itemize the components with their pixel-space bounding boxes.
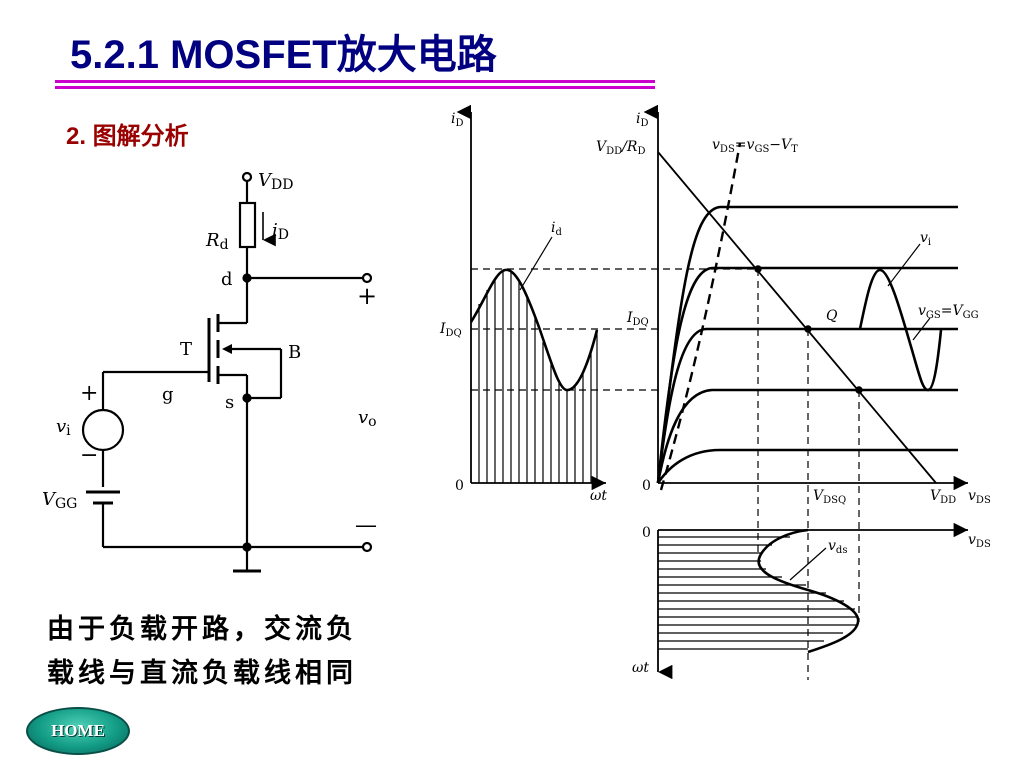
note-line-2: 载线与直流负载线相同 [47,658,357,689]
waveform-labels: iD ωt 0 IDQ id [439,111,607,504]
load-line [657,151,937,484]
node-d-label: d [221,269,233,290]
title-underline-top [55,80,655,83]
vdd-terminal [241,171,253,183]
vdd-rd-label: VDD/RD [596,139,645,157]
wave-origin: 0 [455,478,464,494]
id-label: iD [272,220,289,243]
rd-label: Rd [205,230,229,253]
output-terminal-minus [361,541,373,553]
output-minus-label: — [355,513,377,538]
vgs-vgg-label: vGS=VGG [918,303,979,321]
boundary-label: vDS=vGS−VT [712,137,798,155]
note-line-1: 由于负载开路，交流负 [47,614,357,645]
home-button[interactable]: HOME [26,707,130,755]
vi-minus-label: − [80,443,98,468]
vo-label: vo [358,407,377,430]
vi-input-waveform [858,268,943,392]
rd-resistor [238,201,257,249]
out-origin: 0 [642,478,651,494]
vds-x-label: vDS [968,532,991,550]
vi-plus-label: + [80,381,98,406]
vds-waveform [757,528,860,654]
vi-label: vi [56,416,71,439]
vds-y-label: ωt [632,660,649,676]
slide-title: 5.2.1 MOSFET放大电路 [70,33,497,77]
mosfet-circuit [81,171,373,573]
vds-hatching [658,536,858,650]
vdsq-label: VDSQ [813,488,846,506]
home-button-label: HOME [51,721,105,740]
node-s [242,393,252,403]
vds-origin: 0 [642,525,651,541]
waveform-plot [456,104,758,491]
vgg-label: VGG [42,489,77,512]
curve-2 [656,388,958,484]
wave-x-label: ωt [590,488,607,504]
wave-hatching [478,271,598,483]
output-labels: iD VDD/RD vDS=vGS−VT vi Q vGS=VGG IDQ 0 … [596,111,991,506]
body-label: B [288,342,301,363]
out-y-label: iD [636,111,649,129]
out-idq-label: IDQ [626,310,649,328]
output-plus-label: + [357,282,377,310]
output-terminal-plus [361,272,373,284]
out-x-label: vDS [968,488,991,506]
note-text: 由于负载开路，交流负 载线与直流负载线相同 [47,608,397,696]
vi-right-label: vi [920,230,931,248]
section-subtitle: 2. 图解分析 [66,123,189,150]
curve-1 [656,448,958,484]
node-g-label: g [162,384,174,405]
output-characteristics [643,104,968,680]
circuit-labels: VDD Rd iD d T B g s vi VGG + − + — vo [42,170,377,538]
id-waveform-label: id [551,220,562,238]
node-s-label: s [225,392,234,413]
vdd-axis-label: VDD [930,488,956,506]
transistor-label: T [180,339,192,360]
title-underline-bottom [55,86,655,89]
vds-curve-label: vds [828,538,847,556]
q-label: Q [826,308,838,324]
boundary-line [659,142,742,491]
wave-idq-label: IDQ [439,321,462,339]
id-waveform [469,268,599,392]
vds-labels: 0 vDS vds ωt [632,525,991,676]
vdd-label: VDD [258,170,293,193]
wave-y-label: iD [451,111,464,129]
vds-waveform-plot [657,522,968,680]
